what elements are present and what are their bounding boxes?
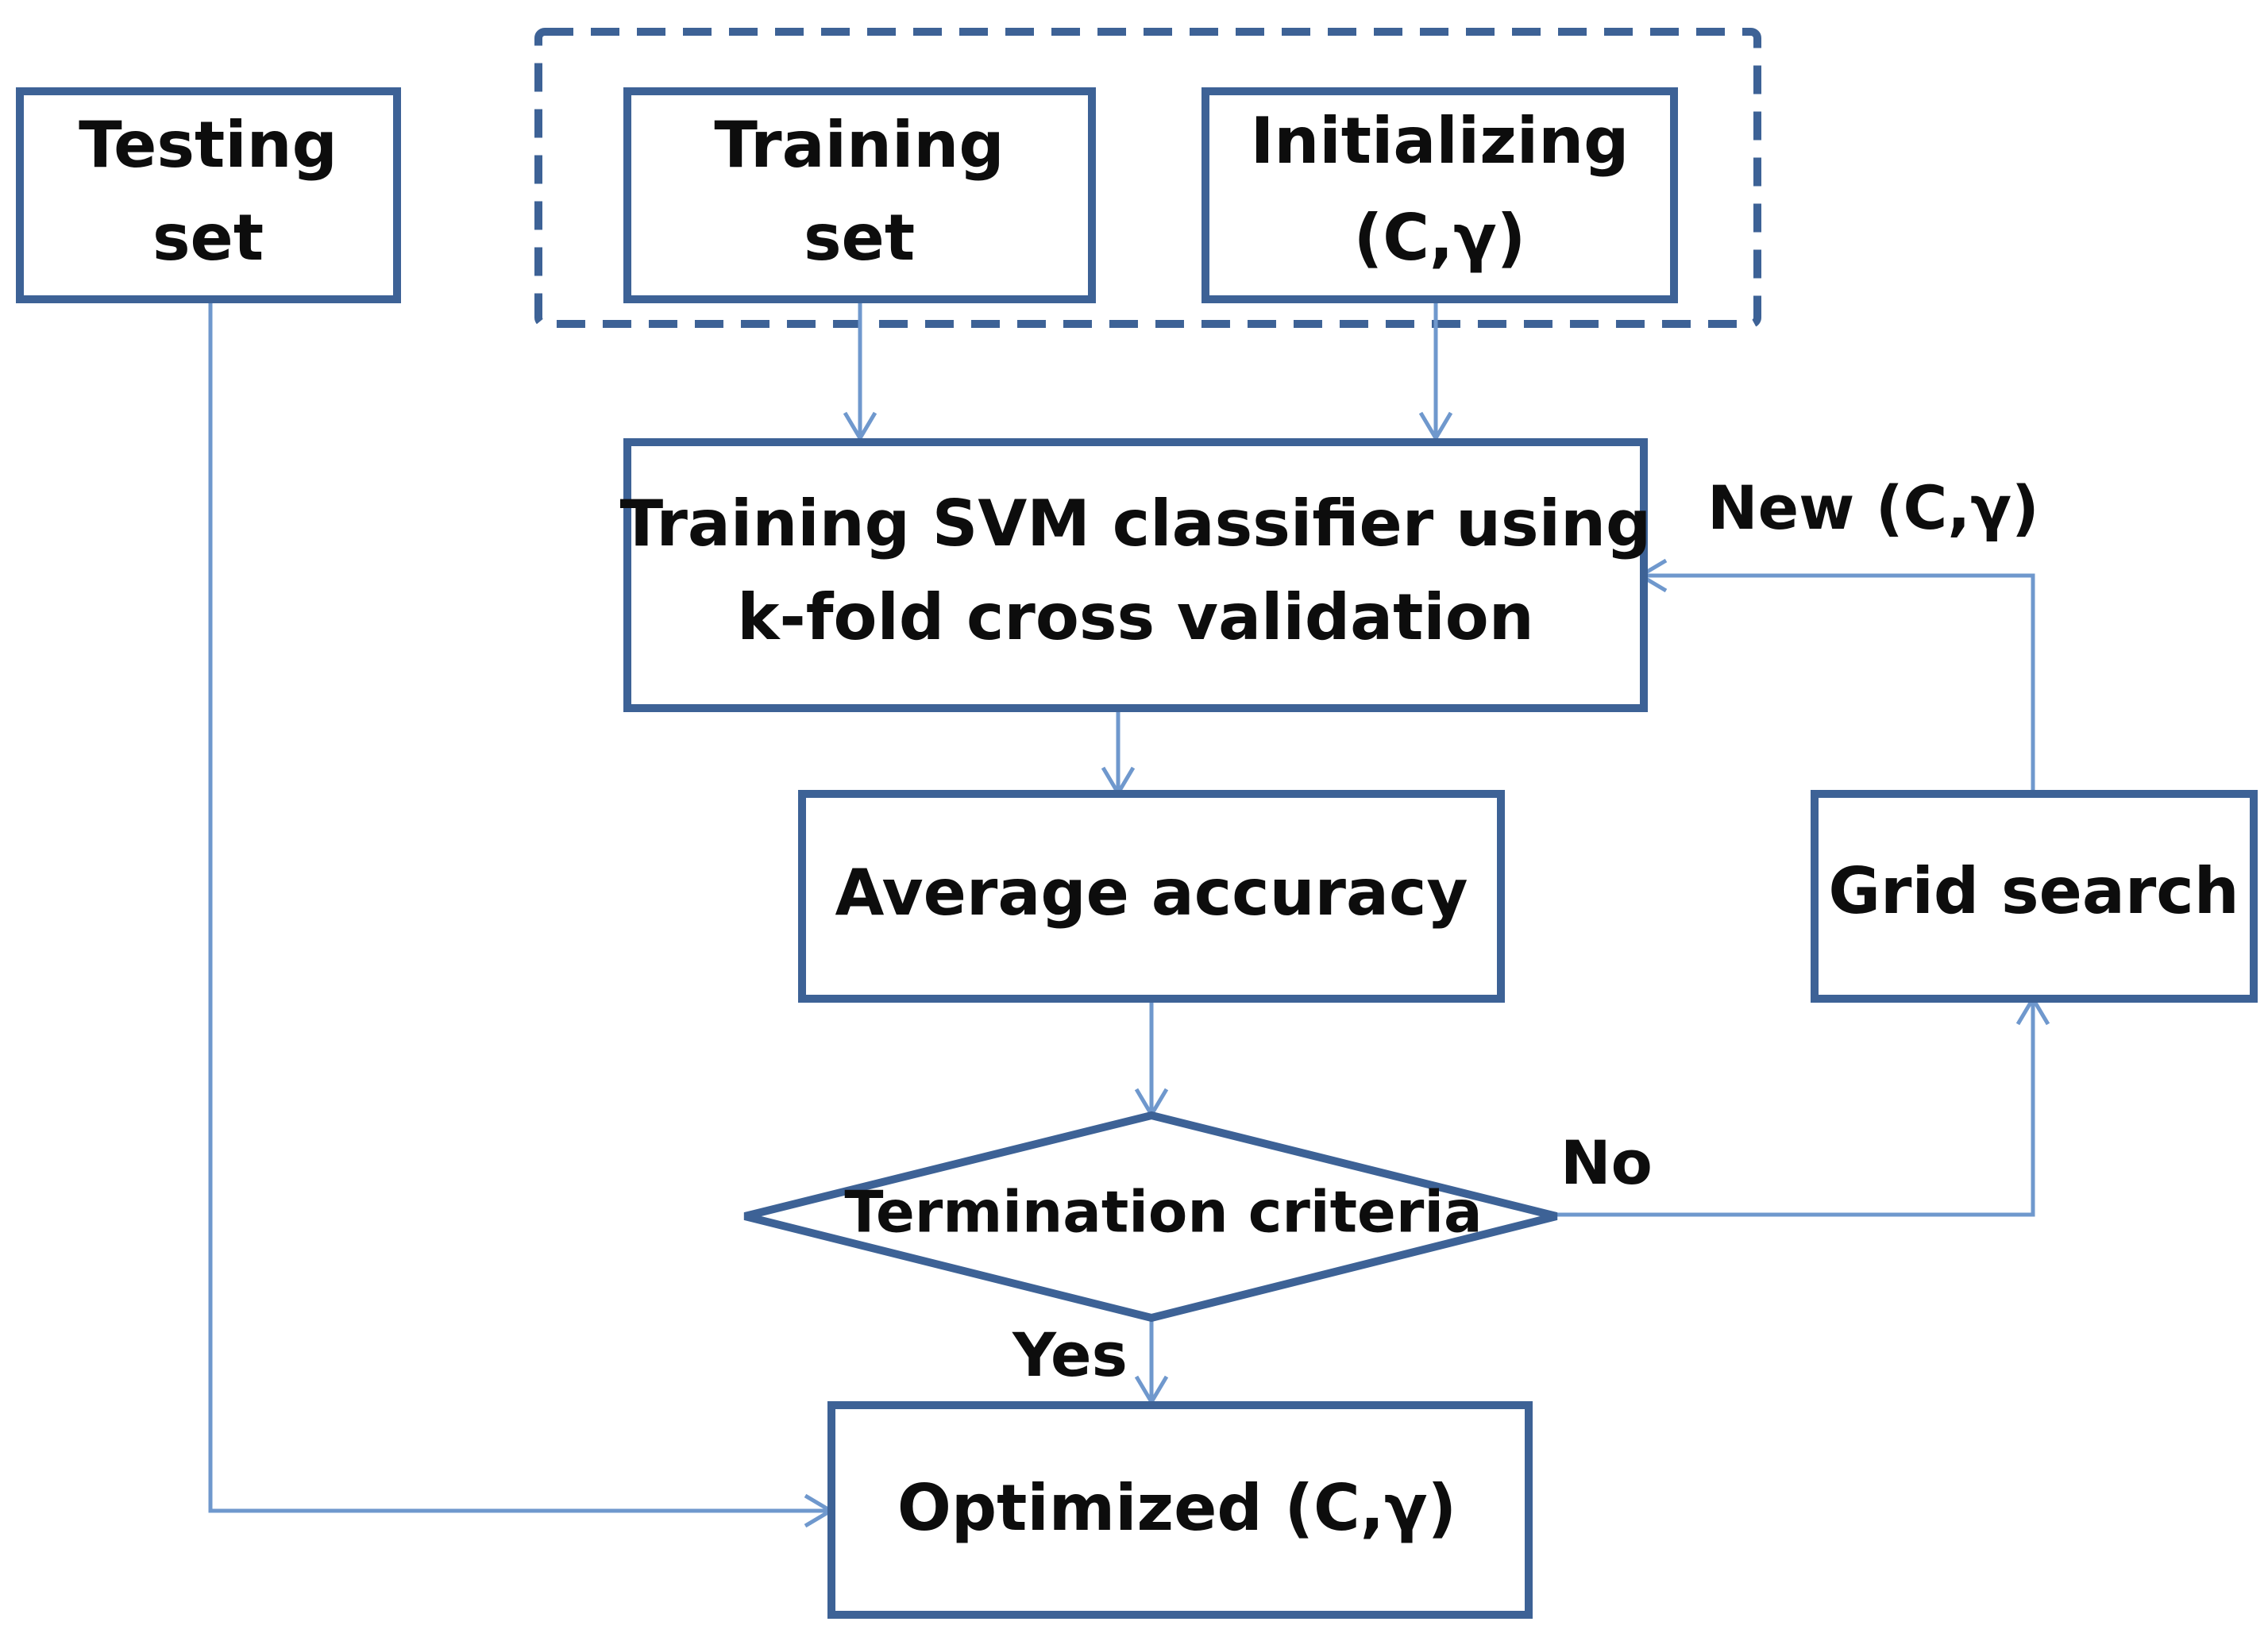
testing-set-label-line2: set <box>152 201 264 275</box>
edge-label-no: No <box>1560 1127 1653 1198</box>
training-set-label-line1: Training <box>714 108 1004 182</box>
initializing-label-line2: (C,γ) <box>1354 201 1526 275</box>
termination-label: Termination criteria <box>844 1179 1482 1246</box>
initializing-box: Initializing (C,γ) <box>1202 87 1678 303</box>
initializing-label-line1: Initializing <box>1251 104 1630 178</box>
grid-search-box: Grid search <box>1811 790 2258 1003</box>
termination-diamond: Termination criteria <box>743 1111 1558 1323</box>
training-svm-box: Training SVM classifier using k-fold cro… <box>620 438 1652 712</box>
training-set-box: Training set <box>623 87 1096 303</box>
optimized-label: Optimized (C,γ) <box>897 1471 1456 1545</box>
training-svm-label-line2: k-fold cross validation <box>737 580 1533 654</box>
grid-to-svm-connector <box>1644 573 2035 792</box>
testing-to-optimized-connector <box>208 300 827 1513</box>
termination-no-to-grid-connector <box>1556 1002 2035 1217</box>
edge-label-yes: Yes <box>1012 1319 1128 1390</box>
average-accuracy-label: Average accuracy <box>835 856 1468 930</box>
training-set-label-line2: set <box>804 201 915 275</box>
grid-search-label: Grid search <box>1828 854 2239 928</box>
testing-set-box: Testing set <box>16 87 401 303</box>
optimized-box: Optimized (C,γ) <box>827 1401 1533 1619</box>
training-input-group-frame <box>534 28 1761 328</box>
testing-set-label-line1: Testing <box>79 108 338 182</box>
edge-label-new-params: New (C,γ) <box>1707 472 2039 543</box>
average-accuracy-box: Average accuracy <box>798 790 1505 1003</box>
training-svm-label-line1: Training SVM classifier using <box>620 487 1652 560</box>
